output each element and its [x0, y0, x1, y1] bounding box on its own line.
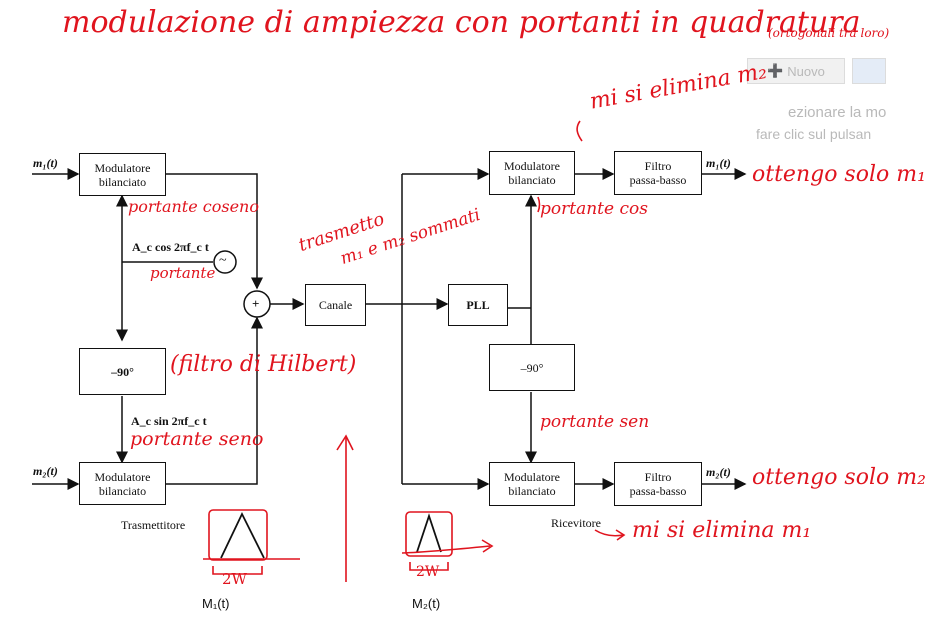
- rx-lowpass-filter-1: Filtro passa-basso: [614, 151, 702, 195]
- rx-lowpass-filter-2: Filtro passa-basso: [614, 462, 702, 506]
- annotation-carrier: portante: [150, 264, 216, 282]
- oscillator-symbol: ~: [219, 253, 227, 268]
- adder-symbol: +: [252, 296, 260, 311]
- rx-pll: PLL: [448, 284, 508, 326]
- channel-block: Canale: [305, 284, 366, 326]
- background-text-2: fare clic sul pulsan: [756, 126, 872, 142]
- input-m2: m₂(t): [33, 464, 58, 478]
- tx-phase-shifter: –90°: [79, 348, 166, 395]
- annotation-bandwidth-2: 2W: [416, 564, 440, 580]
- receiver-caption: Ricevitore: [551, 516, 601, 530]
- tx-modulator-2: Modulatore bilanciato: [79, 462, 166, 505]
- annotation-carrier-sin: portante seno: [130, 428, 264, 450]
- rx-phase-shifter: –90°: [489, 344, 575, 391]
- annotation-eliminate-m1: mi si elimina m₁: [632, 518, 812, 543]
- sin-carrier-label: A_c sin 2πf_c t: [131, 414, 207, 428]
- spectrum-label-m2: M₂(t): [412, 596, 441, 611]
- annotation-only-m2: ottengo solo m₂: [752, 465, 926, 490]
- new-icon: ➕: [767, 63, 784, 78]
- annotation-title: modulazione di ampiezza con portanti in …: [62, 5, 861, 40]
- new-button-label: Nuovo: [787, 63, 825, 79]
- input-m1: m₁(t): [33, 156, 58, 170]
- transmitter-caption: Trasmettitore: [121, 518, 186, 532]
- output-m1: m₁(t): [706, 156, 731, 170]
- output-m2: m₂(t): [706, 465, 731, 479]
- annotation-bandwidth-1: 2W: [222, 570, 247, 588]
- oscillator-circle: [213, 250, 237, 274]
- extra-button[interactable]: [852, 58, 886, 84]
- rx-modulator-2: Modulatore bilanciato: [489, 462, 575, 506]
- annotation-carrier-cos: portante coseno: [128, 197, 259, 216]
- tx-modulator-1: Modulatore bilanciato: [79, 153, 166, 196]
- annotation-only-m1: ottengo solo m₁: [752, 162, 926, 187]
- annotation-carrier-cos-rx: portante cos: [540, 199, 648, 219]
- adder-circle: [243, 290, 271, 318]
- annotation-carrier-sin-rx: portante sen: [540, 412, 650, 432]
- new-button[interactable]: ➕ Nuovo: [747, 58, 845, 84]
- spectrum-sketches: [203, 120, 626, 582]
- rx-modulator-1: Modulatore bilanciato: [489, 151, 575, 195]
- annotation-title-note: (ortogonali tra loro): [768, 26, 890, 40]
- annotation-hilbert: (filtro di Hilbert): [170, 352, 357, 377]
- spectrum-label-m1: M₁(t): [202, 596, 230, 611]
- diagram-wiring: [32, 168, 747, 490]
- background-text-1: ezionare la mo: [788, 104, 887, 121]
- oscillator-label: A_c cos 2πf_c t: [132, 240, 209, 254]
